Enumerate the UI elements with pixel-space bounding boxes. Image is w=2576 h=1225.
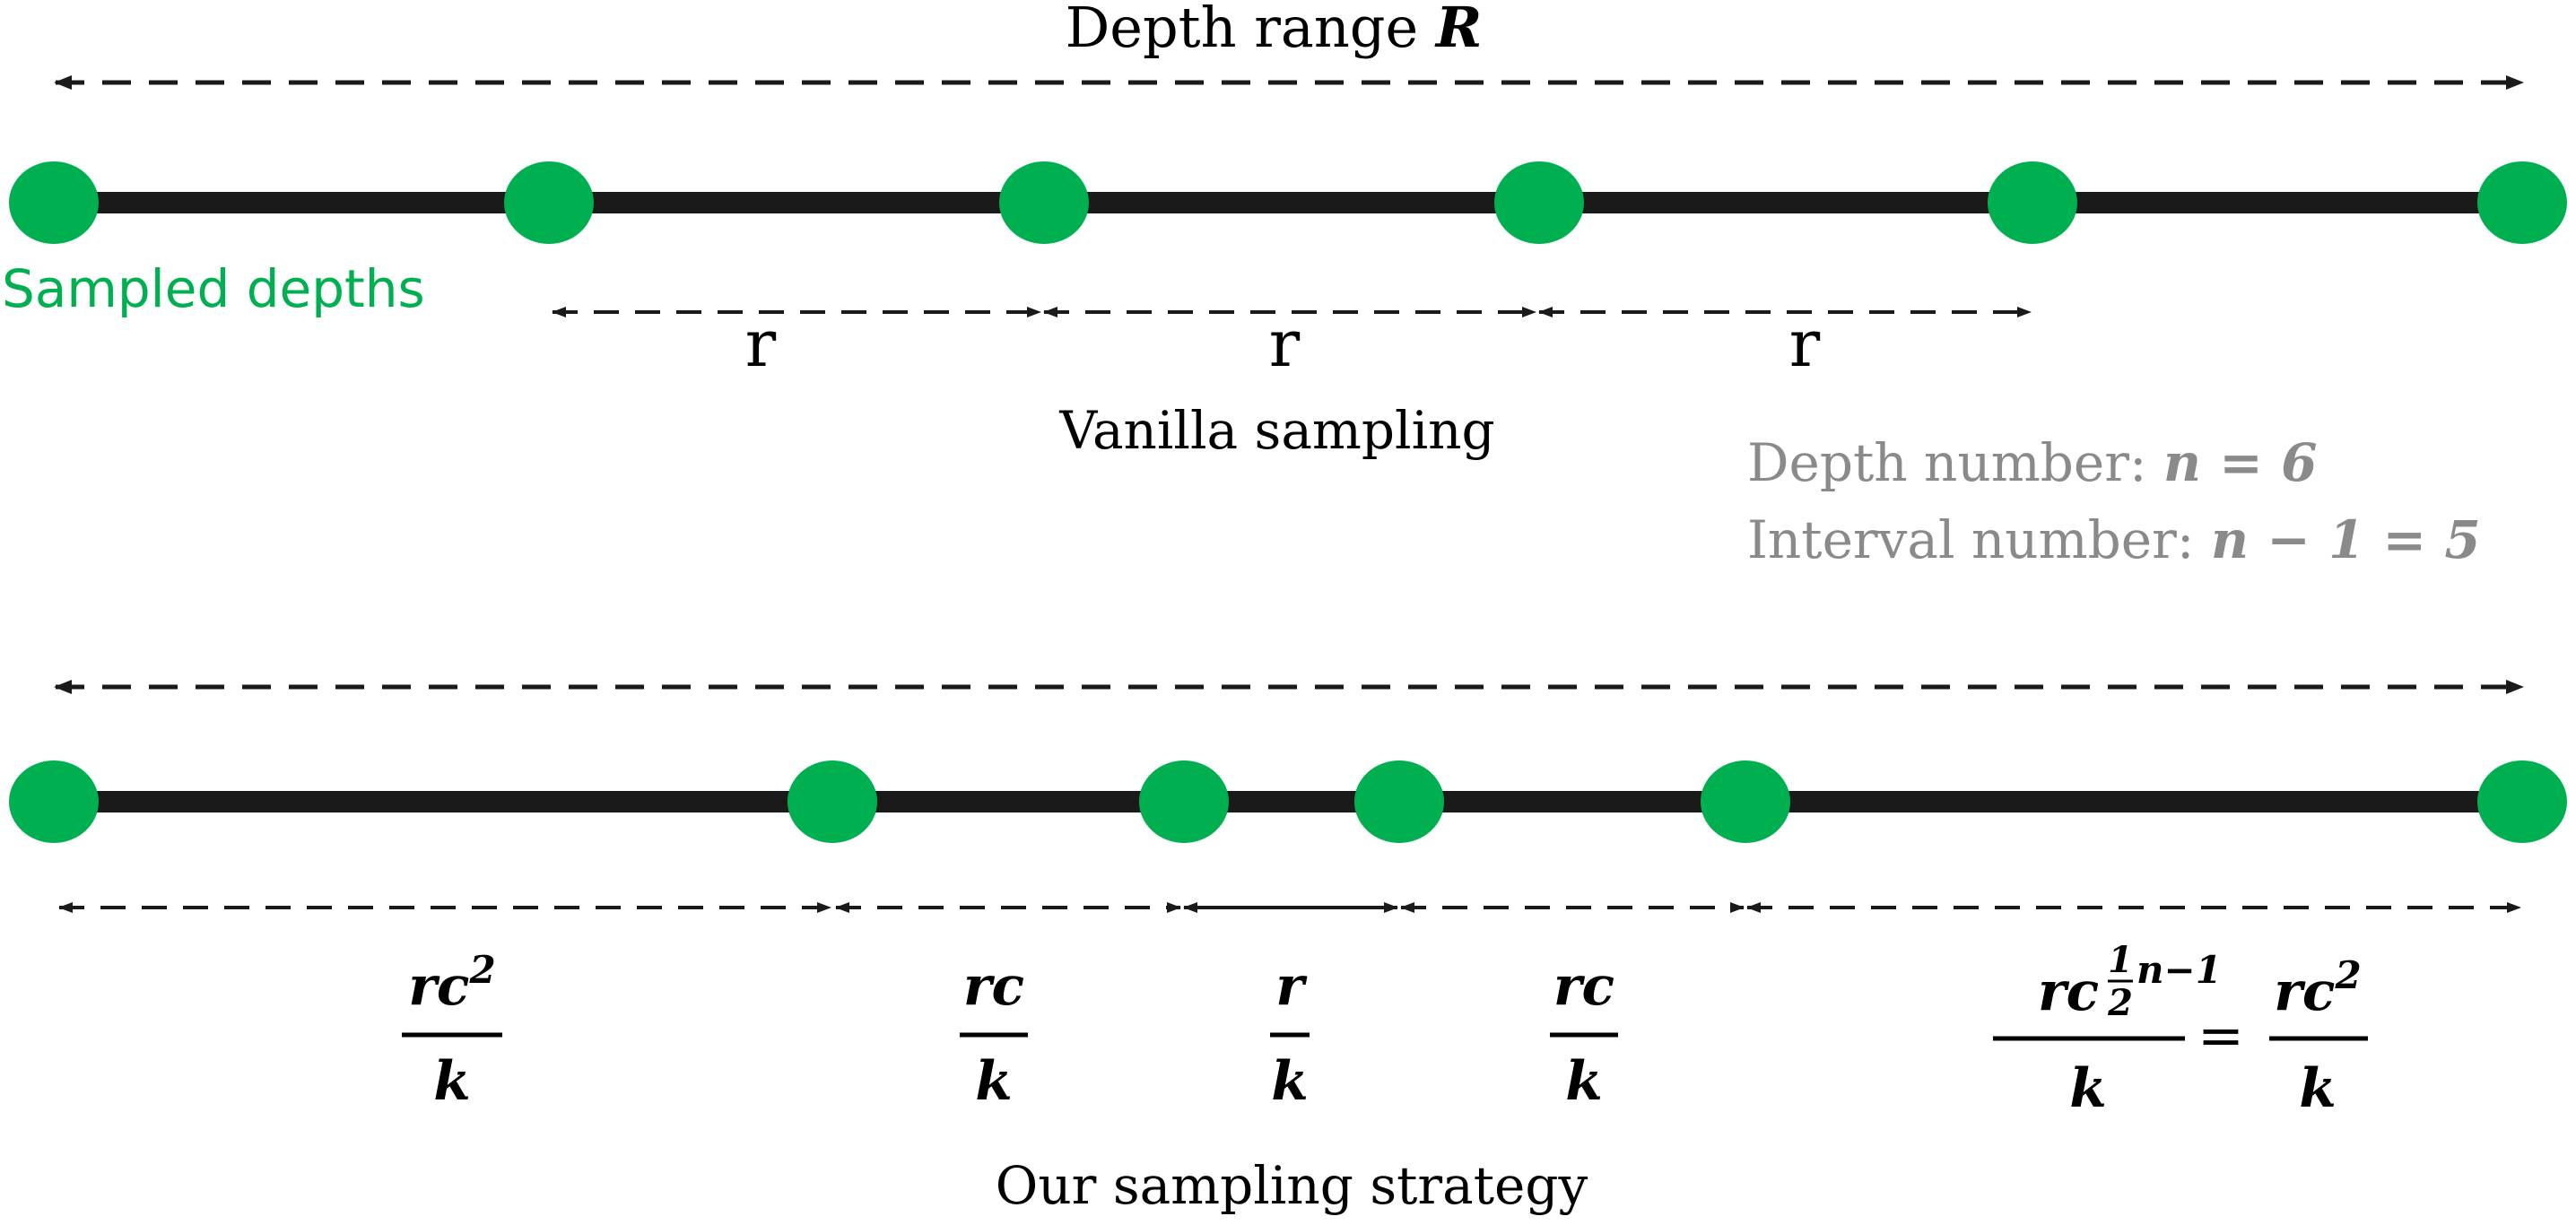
fraction-rc-over-k: rc k: [960, 955, 1028, 1113]
sampled-depth-node: [504, 161, 594, 244]
svg-text:k: k: [1565, 1050, 1603, 1113]
svg-text:k: k: [433, 1050, 471, 1113]
svg-text:r: r: [1275, 955, 1308, 1018]
svg-text:rc2: rc2: [2274, 953, 2361, 1023]
svg-text:rc: rc: [2038, 960, 2099, 1023]
sampled-depth-node: [9, 161, 99, 244]
svg-text:k: k: [2299, 1057, 2337, 1120]
svg-text:rc2: rc2: [408, 948, 495, 1018]
sampled-depth-node: [2477, 161, 2567, 244]
interval-label-r: r: [745, 306, 777, 381]
sampled-depth-node: [1988, 161, 2077, 244]
fraction-rc2-over-k: rc2 k: [402, 948, 502, 1113]
svg-text:n−1: n−1: [2137, 948, 2222, 992]
sampled-depth-node: [1354, 760, 1444, 843]
sampled-depth-node: [1139, 760, 1229, 843]
svg-text:k: k: [975, 1050, 1013, 1113]
sampled-depth-node: [9, 760, 99, 843]
fraction-r-over-k: r k: [1270, 955, 1310, 1113]
sampled-depth-node: [999, 161, 1089, 244]
our-sampling-caption: Our sampling strategy: [996, 1155, 1588, 1216]
sampled-depth-node: [1701, 760, 1790, 843]
sampled-depth-node: [2477, 760, 2567, 843]
svg-text:rc: rc: [963, 955, 1024, 1018]
fraction-rc-over-k: rc k: [1550, 955, 1618, 1113]
interval-label-r: r: [1269, 306, 1301, 381]
svg-text:k: k: [2069, 1057, 2107, 1120]
svg-text:k: k: [1271, 1050, 1309, 1113]
interval-label-r: r: [1789, 306, 1821, 381]
vanilla-sampling-caption: Vanilla sampling: [1058, 400, 1494, 461]
svg-text:1: 1: [2108, 939, 2133, 981]
depth-range-title: Depth range R: [1066, 0, 1483, 60]
sampled-depth-node: [1494, 161, 1584, 244]
bottom-sampled-depth-nodes: [9, 760, 2567, 843]
svg-text:=: =: [2197, 1003, 2244, 1068]
fraction-last-equation: rc 1 2 n−1 k = rc2 k: [1993, 939, 2368, 1120]
sampled-depth-node: [788, 760, 877, 843]
svg-text:2: 2: [2107, 982, 2133, 1024]
top-sampled-depth-nodes: [9, 161, 2567, 244]
interval-number-text: Interval number: n − 1 = 5: [1747, 509, 2481, 570]
depth-number-text: Depth number: n = 6: [1747, 432, 2317, 493]
svg-text:rc: rc: [1553, 955, 1614, 1018]
sampled-depths-label: Sampled depths: [2, 258, 425, 319]
